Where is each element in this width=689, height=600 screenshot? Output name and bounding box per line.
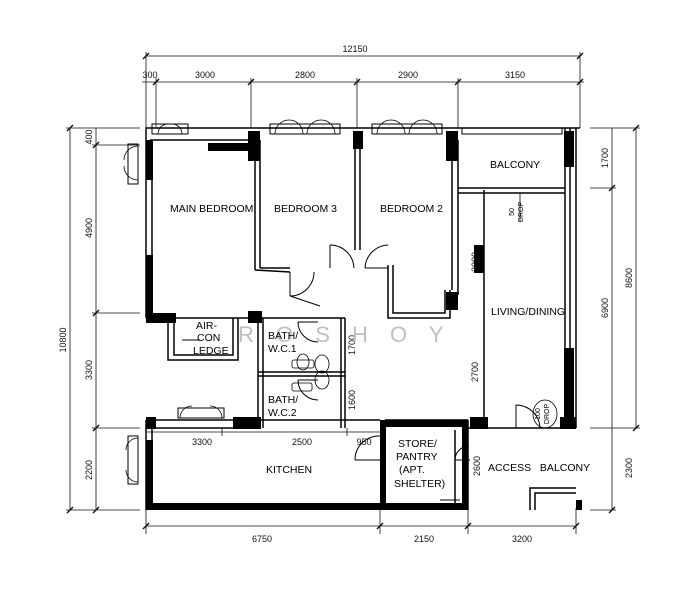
label-bedroom-3: BEDROOM 3 [274, 203, 337, 215]
dim-kitchen-2: 2500 [292, 437, 312, 447]
dim-bottom-2: 2150 [414, 534, 434, 544]
label-balcony: BALCONY [490, 159, 540, 171]
dim-top-5: 3150 [505, 70, 525, 80]
label-store-line2: PANTRY [396, 451, 438, 463]
dim-kitchen-1: 3300 [192, 437, 212, 447]
label-aircon-line3: LEDGE [193, 345, 229, 357]
label-aircon-line2: CON [197, 332, 220, 344]
balcony-drop-label: DROP [518, 202, 525, 223]
label-bedroom-2: BEDROOM 2 [380, 203, 443, 215]
label-store-line3: (APT. [399, 464, 425, 476]
label-kitchen: KITCHEN [266, 464, 312, 476]
windows[interactable] [127, 123, 563, 485]
dim-store-2600: 2600 [472, 456, 482, 476]
label-access-balcony: ACCESS BALCONY [488, 462, 590, 474]
dim-bottom-1: 6750 [252, 534, 272, 544]
dim-right-2: 6900 [600, 298, 610, 318]
room-labels: MAIN BEDROOM BEDROOM 3 BEDROOM 2 BALCONY… [170, 159, 590, 490]
label-main-bedroom: MAIN BEDROOM [170, 203, 253, 215]
dim-left-1: 400 [84, 129, 94, 144]
dim-left-overall: 10800 [58, 327, 68, 352]
thin-walls [145, 127, 580, 510]
dim-top-1: 300 [142, 70, 157, 80]
dim-right-3: 2300 [624, 458, 634, 478]
window-swings [123, 119, 438, 483]
access-drop-label: DROP [544, 404, 551, 425]
label-bath2-line2: W.C.2 [268, 407, 297, 419]
label-store-line4: SHELTER) [394, 478, 445, 490]
toilet-fixtures [291, 353, 330, 392]
dim-right-outer: 8600 [624, 268, 634, 288]
label-bath1-line2: W.C.1 [268, 343, 297, 355]
dim-overall-width: 12150 [342, 44, 367, 54]
watermark: R O S H O Y [238, 322, 452, 347]
dimension-lines [66, 52, 640, 534]
dim-kitchen-3: 950 [356, 437, 371, 447]
thick-walls[interactable] [146, 131, 582, 510]
dim-bath1: 1700 [347, 335, 357, 355]
label-aircon-line1: AIR- [196, 320, 218, 332]
balcony-drop-value: 50 [509, 208, 516, 216]
dim-top-2: 3000 [195, 70, 215, 80]
dim-left-4: 2200 [84, 460, 94, 480]
label-store-line1: STORE/ [398, 438, 437, 450]
label-bath2-line1: BATH/ [268, 394, 298, 406]
dim-right-1: 1700 [600, 148, 610, 168]
doors[interactable] [182, 244, 541, 501]
balcony-drop-marker: 50 DROP [509, 193, 525, 222]
dimension-labels: 12150 300 3000 2800 2900 3150 6750 2150 … [58, 44, 634, 544]
dim-top-4: 2900 [398, 70, 418, 80]
dim-top-3: 2800 [295, 70, 315, 80]
dim-left-3: 3300 [84, 360, 94, 380]
dim-bottom-3: 3200 [512, 534, 532, 544]
label-living-dining: LIVING/DINING [491, 306, 565, 318]
dim-living-2700: 2700 [470, 362, 480, 382]
dim-left-2: 4900 [84, 218, 94, 238]
access-drop-value: 100 [535, 408, 542, 420]
dim-bath2: 1600 [347, 390, 357, 410]
label-bath1-line1: BATH/ [268, 330, 298, 342]
access-drop-marker: 100 DROP [532, 399, 558, 429]
